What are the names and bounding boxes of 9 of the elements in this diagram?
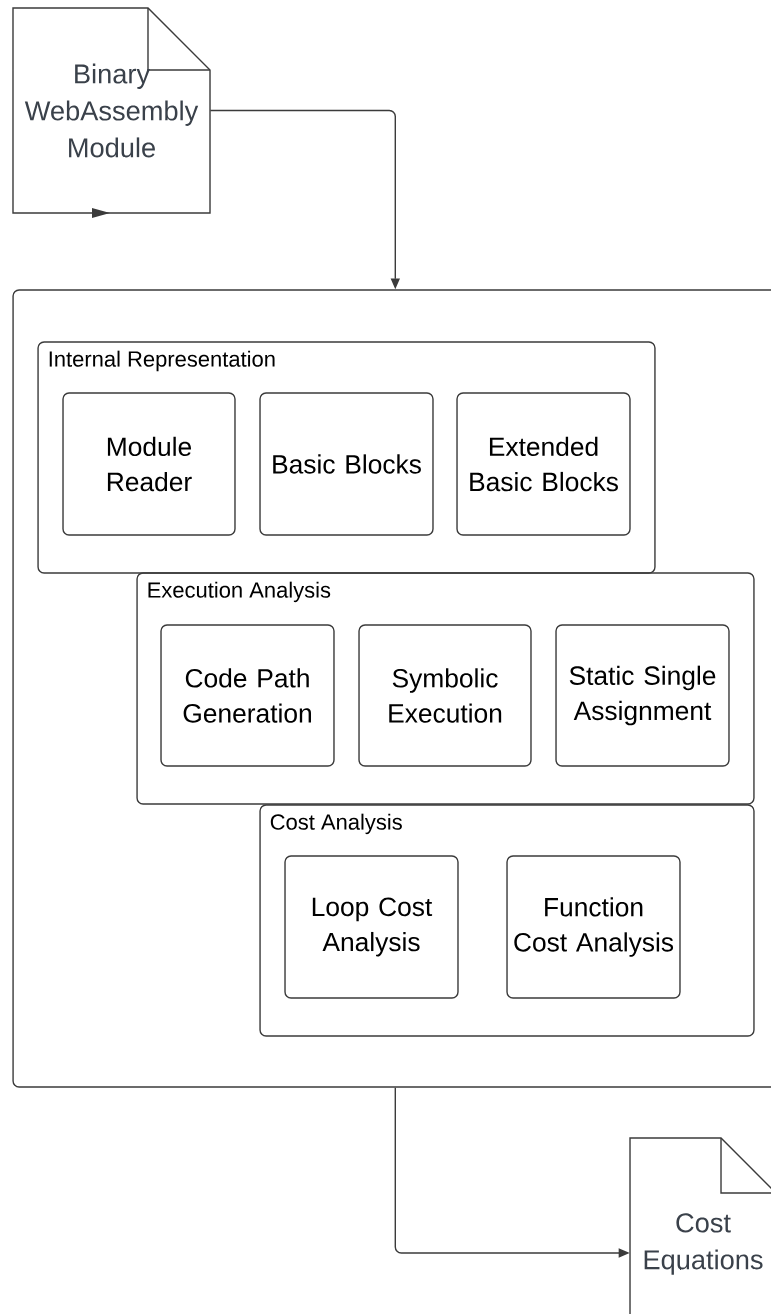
process-box: Extended Basic Blocks (456, 392, 631, 536)
process-box: Static Single Assignment (555, 624, 730, 767)
container-box (12, 289, 771, 1088)
process-box: Module Reader (62, 392, 236, 536)
process-box: Function Cost Analysis (506, 855, 681, 999)
process-box: Basic Blocks (259, 392, 434, 536)
process-box: Code Path Generation (160, 624, 335, 767)
process-box: Loop Cost Analysis (284, 855, 459, 999)
process-box: Symbolic Execution (358, 624, 532, 767)
